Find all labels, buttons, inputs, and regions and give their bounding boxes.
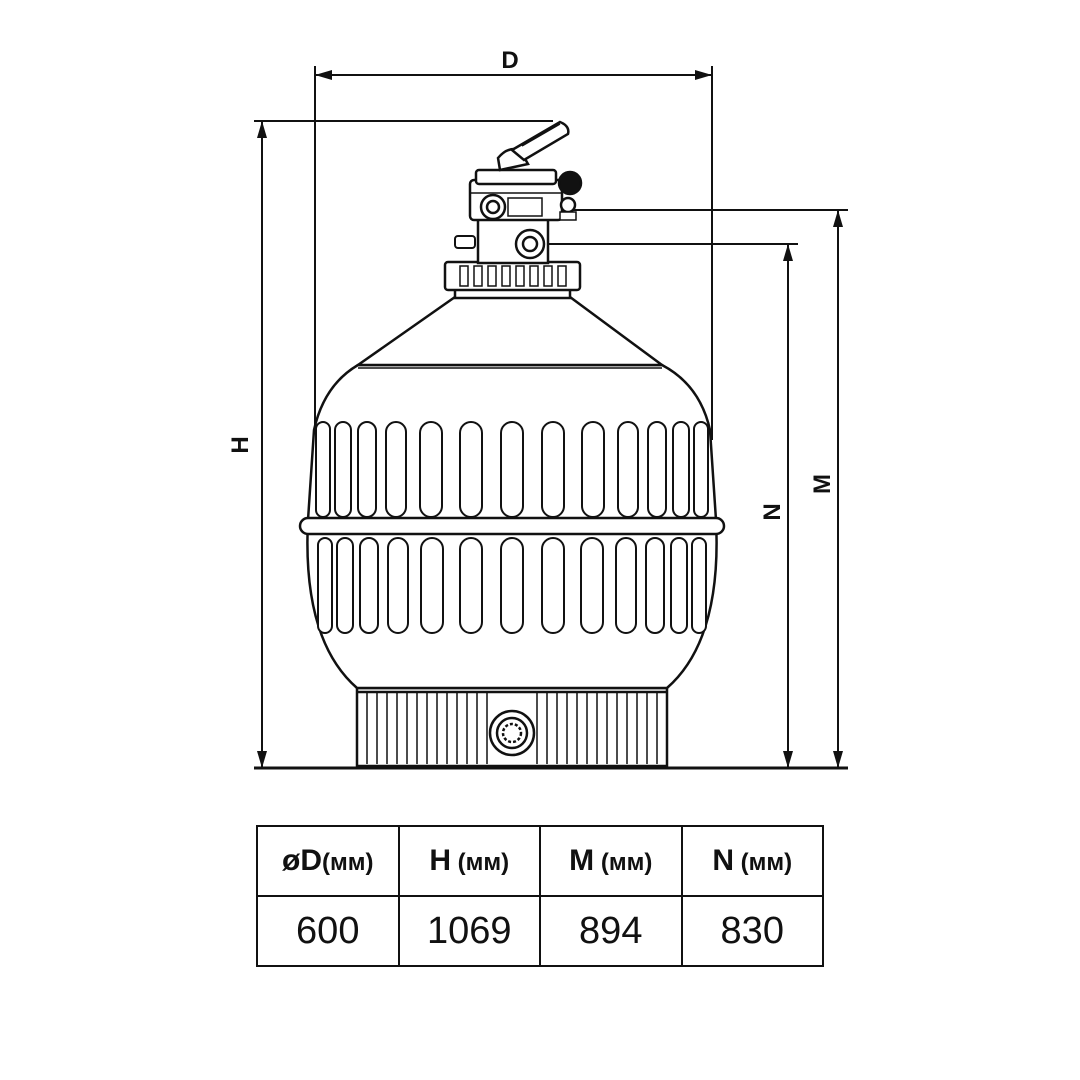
table-row: 600 1069 894 830: [256, 895, 824, 967]
header-height: H (мм): [397, 825, 541, 897]
sand-filter-dimension-drawing: D H M N: [227, 47, 848, 770]
header-n: N (мм): [680, 825, 824, 897]
dimension-h: [254, 120, 553, 768]
header-diameter: øD(мм): [256, 825, 400, 897]
filter-tank: [298, 120, 726, 768]
dimension-n: [548, 243, 798, 768]
valve-handle: [496, 120, 570, 172]
value-height: 1069: [397, 895, 541, 967]
tank-dome: [354, 295, 666, 367]
value-n: 830: [680, 895, 824, 967]
value-m: 894: [539, 895, 683, 967]
drain-fitting: [488, 709, 536, 757]
dimension-h-label: H: [227, 436, 254, 453]
value-diameter: 600: [256, 895, 400, 967]
header-m: M (мм): [539, 825, 683, 897]
table-header-row: øD(мм) H (мм) M (мм) N (мм): [256, 825, 824, 897]
multiport-valve: [454, 168, 583, 265]
tank-ribs-upper: [315, 421, 709, 518]
dimension-d: [314, 66, 713, 440]
dimension-d-label: D: [501, 47, 518, 74]
dimension-m: [570, 209, 848, 768]
clamp-ring: [443, 260, 582, 300]
dimension-n-label: N: [759, 503, 786, 520]
dimensions-table: øD(мм) H (мм) M (мм) N (мм) 600 1069 894…: [256, 825, 824, 967]
dimension-m-label: M: [809, 474, 836, 494]
tank-middle-band: [298, 516, 726, 536]
tank-ribs-lower: [317, 537, 707, 634]
